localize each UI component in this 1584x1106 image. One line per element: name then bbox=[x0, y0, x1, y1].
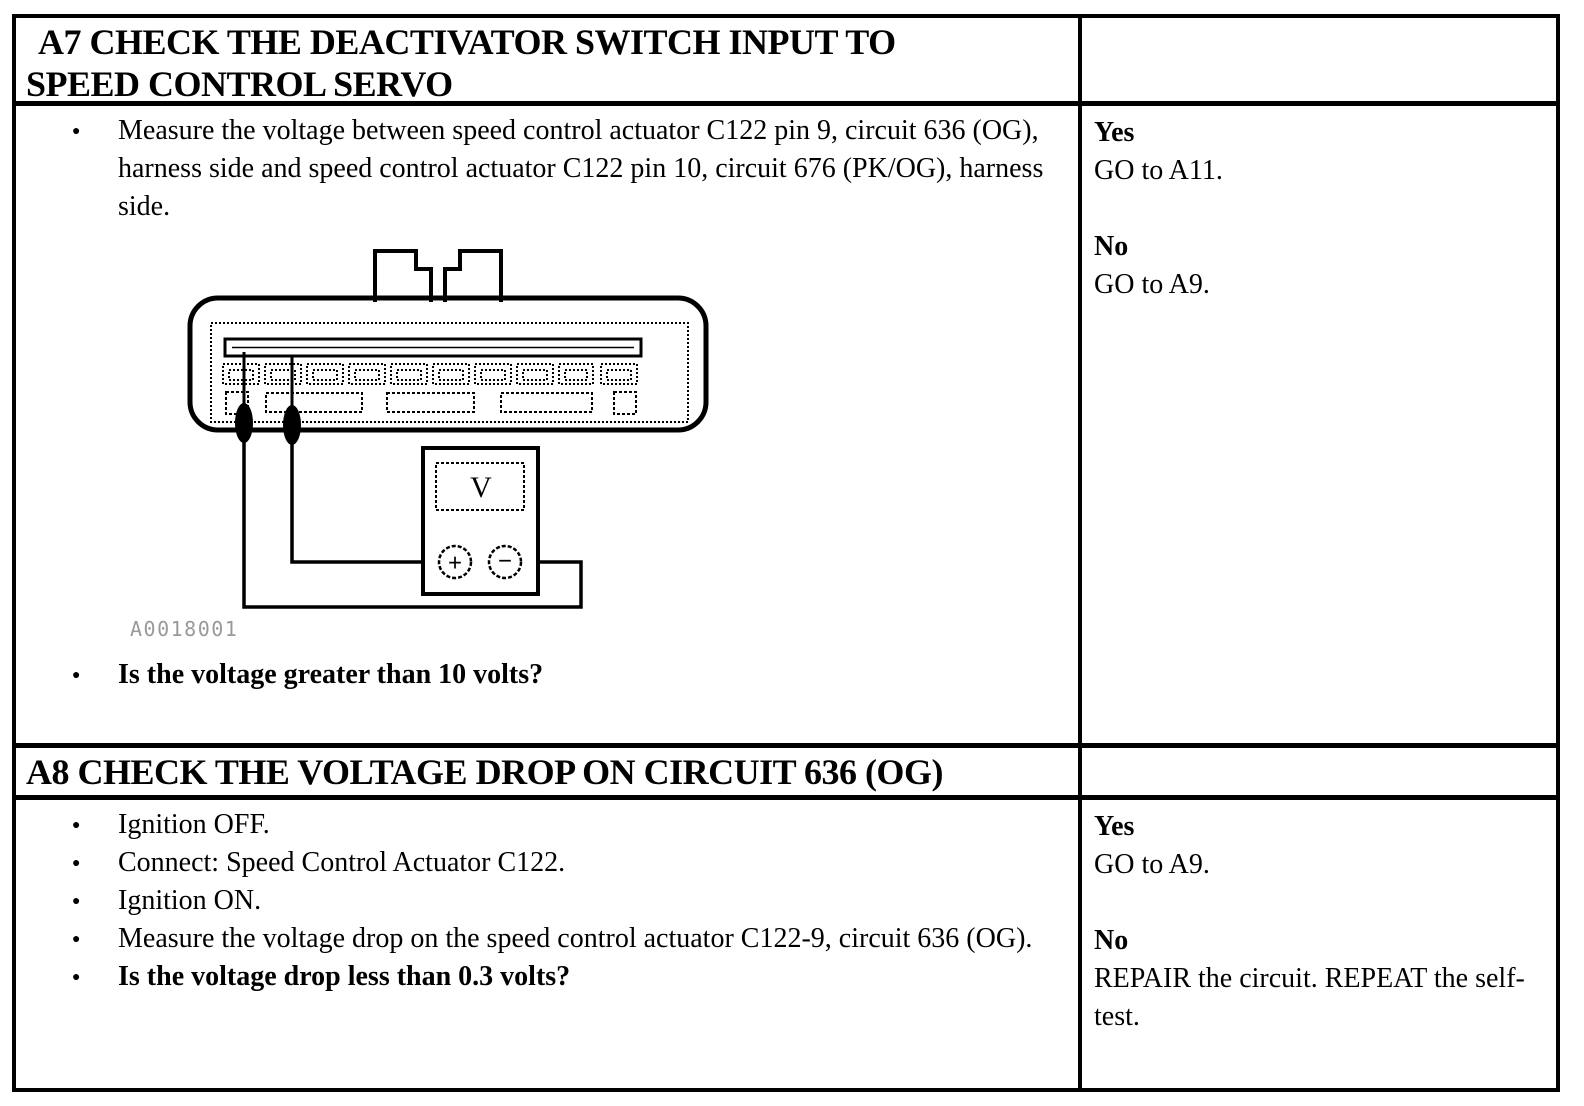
connector-diagram: V + − A0018001 bbox=[130, 249, 709, 641]
a7-question: Is the voltage greater than 10 volts? bbox=[16, 656, 1078, 695]
pin-slots bbox=[222, 363, 638, 385]
lead-to-plus bbox=[290, 442, 437, 564]
a8-step-item: Connect: Speed Control Actuator C122. bbox=[16, 844, 1078, 883]
connector-body bbox=[187, 249, 709, 433]
a8-yes-label: Yes bbox=[1094, 811, 1135, 842]
minus-sign-label: − bbox=[498, 548, 512, 575]
a7-question-list: Is the voltage greater than 10 volts? bbox=[16, 656, 1078, 695]
a7-result-cell: Yes GO to A11. No GO to A9. bbox=[1082, 106, 1556, 748]
a8-header-cell: A8 CHECK THE VOLTAGE DROP ON CIRCUIT 636… bbox=[16, 748, 1082, 800]
voltmeter-v-label: V bbox=[470, 471, 492, 504]
a7-yes-action: GO to A11. bbox=[1094, 155, 1223, 186]
a7-steps-list: Measure the voltage between speed contro… bbox=[16, 112, 1078, 226]
a8-step-title: A8 CHECK THE VOLTAGE DROP ON CIRCUIT 636… bbox=[26, 752, 943, 792]
voltmeter: V + − bbox=[421, 446, 540, 596]
voltmeter-display bbox=[435, 462, 525, 511]
probe-negative bbox=[235, 403, 253, 443]
minus-terminal bbox=[487, 544, 523, 580]
pinpoint-test-table: A7 CHECK THE DEACTIVATOR SWITCH INPUT TO… bbox=[12, 14, 1560, 1092]
a7-step-title: A7 CHECK THE DEACTIVATOR SWITCH INPUT TO… bbox=[26, 22, 896, 105]
connector-tab-right bbox=[443, 249, 503, 302]
lead-to-minus bbox=[242, 440, 583, 609]
a8-yes-action: GO to A9. bbox=[1094, 849, 1210, 880]
test-leads bbox=[242, 440, 583, 609]
a8-no-label: No bbox=[1094, 925, 1129, 956]
a7-figure: V + − A0018001 bbox=[126, 238, 1078, 652]
a8-header-result-cell bbox=[1082, 748, 1556, 800]
plus-terminal bbox=[437, 544, 473, 580]
a7-step-item: Measure the voltage between speed contro… bbox=[16, 112, 1078, 226]
connector-tab-left bbox=[373, 249, 433, 302]
a7-no-action: GO to A9. bbox=[1094, 269, 1210, 300]
a8-step-item: Measure the voltage drop on the speed co… bbox=[16, 920, 1078, 959]
a8-step-item: Ignition ON. bbox=[16, 882, 1078, 921]
a7-header-result-cell bbox=[1082, 18, 1556, 106]
a8-steps-list: Ignition OFF. Connect: Speed Control Act… bbox=[16, 806, 1078, 997]
plus-sign-label: + bbox=[448, 550, 462, 577]
connector-keyway bbox=[223, 337, 643, 358]
figure-caption: A0018001 bbox=[130, 617, 238, 641]
a8-action-cell: Ignition OFF. Connect: Speed Control Act… bbox=[16, 800, 1082, 1088]
a7-no-label: No bbox=[1094, 231, 1129, 262]
a8-no-action: REPAIR the circuit. REPEAT the self-test… bbox=[1094, 963, 1525, 1032]
a7-header-cell: A7 CHECK THE DEACTIVATOR SWITCH INPUT TO… bbox=[16, 18, 1082, 106]
a7-action-cell: Measure the voltage between speed contro… bbox=[16, 106, 1082, 748]
a7-yes-label: Yes bbox=[1094, 117, 1135, 148]
a8-step-item: Ignition OFF. bbox=[16, 806, 1078, 845]
test-probes bbox=[235, 352, 301, 445]
a8-question: Is the voltage drop less than 0.3 volts? bbox=[16, 958, 1078, 997]
probe-positive bbox=[283, 405, 301, 445]
a8-result-cell: Yes GO to A9. No REPAIR the circuit. REP… bbox=[1082, 800, 1556, 1088]
